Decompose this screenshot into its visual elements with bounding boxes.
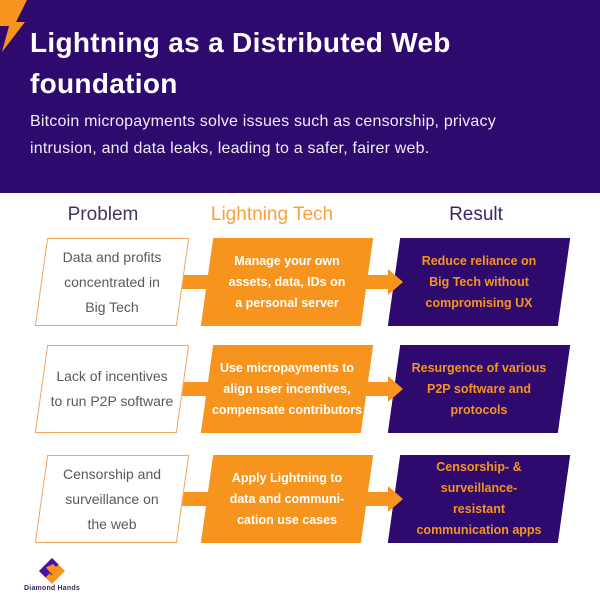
logo-text: Diamond Hands [24,585,80,592]
result-box: Reduce reliance on Big Tech without comp… [387,238,571,326]
arrow-shaft [365,382,390,396]
problem-text: Lack of incentives to run P2P software [50,368,174,409]
column-header-problem: Problem [67,204,139,225]
arrow-head [388,486,403,512]
tech-text: Manage your own assets, data, IDs on a p… [228,253,346,310]
flow-row-3: Censorship and surveillance on the web A… [0,455,600,543]
lightning-tech-box: Use micropayments to align user incentiv… [200,345,374,433]
column-header-lightning-tech: Lightning Tech [210,204,334,225]
connector-bar [181,382,209,396]
result-box: Resurgence of various P2P software and p… [387,345,571,433]
result-text: Resurgence of various P2P software and p… [411,360,547,417]
lightning-tech-box: Manage your own assets, data, IDs on a p… [200,238,374,326]
lightning-bolt-icon [0,0,27,52]
page-title: Lightning as a Distributed Web foundatio… [30,27,451,99]
connector-bar [181,275,209,289]
arrow-head [388,269,403,295]
flow-row-2: Lack of incentives to run P2P software U… [0,345,600,433]
lightning-tech-box: Apply Lightning to data and communi- cat… [200,455,374,543]
problem-box: Lack of incentives to run P2P software [34,345,190,433]
arrow-shaft [365,275,390,289]
tech-text: Use micropayments to align user incentiv… [211,360,363,417]
handshake-diamond-icon [39,558,65,584]
arrow-shaft [365,492,390,506]
tech-text: Apply Lightning to data and communi- cat… [229,470,345,527]
problem-text: Censorship and surveillance on the web [62,465,162,532]
problem-text: Data and profits concentrated in Big Tec… [62,248,162,315]
connector-bar [181,492,209,506]
column-header-result: Result [449,204,503,225]
result-box: Censorship- & surveillance- resistant co… [387,455,571,543]
diamond-hands-logo: Diamond Hands [22,558,82,592]
flow-row-1: Data and profits concentrated in Big Tec… [0,238,600,326]
problem-box: Data and profits concentrated in Big Tec… [34,238,190,326]
page-subtitle: Bitcoin micropayments solve issues such … [30,113,496,157]
hero-section: Lightning as a Distributed Web foundatio… [0,0,600,193]
result-text: Censorship- & surveillance- resistant co… [416,460,542,537]
result-text: Reduce reliance on Big Tech without comp… [421,253,537,310]
problem-box: Censorship and surveillance on the web [34,455,190,543]
arrow-head [388,376,403,402]
